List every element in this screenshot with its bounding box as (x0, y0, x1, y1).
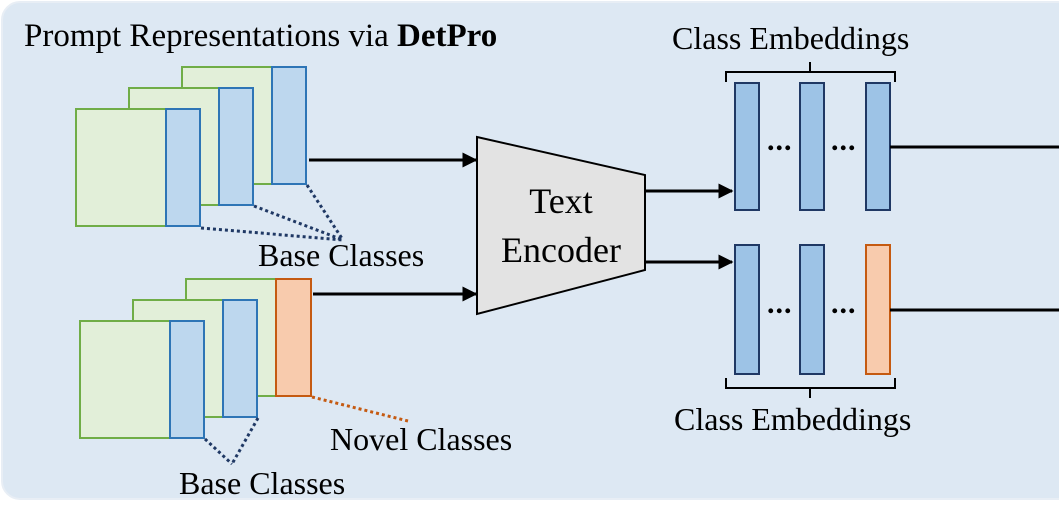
ellipsis-top-1: ... (767, 124, 793, 157)
base-classes-label-top: Base Classes (258, 237, 424, 273)
novel-classes-label: Novel Classes (330, 421, 512, 457)
brace-bottom (725, 378, 896, 398)
novel-class-token (275, 278, 312, 397)
base-classes-label-bottom: Base Classes (179, 465, 345, 501)
prompt-stack-bottom (79, 278, 312, 439)
prompt-card-front (75, 108, 167, 227)
base-class-token (271, 66, 307, 185)
prompt-card-front (79, 320, 171, 439)
ellipsis-bottom-1: ... (767, 287, 793, 320)
class-embeddings-label-bottom: Class Embeddings (674, 401, 911, 437)
embedding-base (799, 244, 825, 375)
embedding-base (734, 244, 760, 375)
novel-classes-leader (311, 395, 409, 423)
embedding-base (799, 82, 825, 211)
embedding-base (865, 82, 891, 211)
base-class-token (218, 87, 254, 206)
class-embeddings-label-top: Class Embeddings (672, 20, 909, 56)
diagram-title: Prompt Representations via DetPro (24, 18, 497, 54)
embeddings-bottom (734, 244, 891, 375)
ellipsis-top-2: ... (831, 124, 857, 157)
text-encoder-label-line1: Text (529, 181, 592, 221)
text-encoder-label-line2: Encoder (501, 230, 621, 270)
brace-top (725, 62, 896, 82)
base-classes-leader-top (200, 184, 345, 242)
base-class-token (169, 320, 205, 439)
ellipsis-bottom-2: ... (831, 287, 857, 320)
embedding-novel (865, 244, 891, 375)
prompt-stack-top (75, 66, 307, 227)
text-encoder-block (476, 135, 646, 316)
base-class-token (222, 299, 258, 418)
embeddings-top (734, 82, 891, 211)
base-classes-leader-bottom (203, 417, 260, 466)
base-class-token (165, 108, 201, 227)
embedding-base (734, 82, 760, 211)
